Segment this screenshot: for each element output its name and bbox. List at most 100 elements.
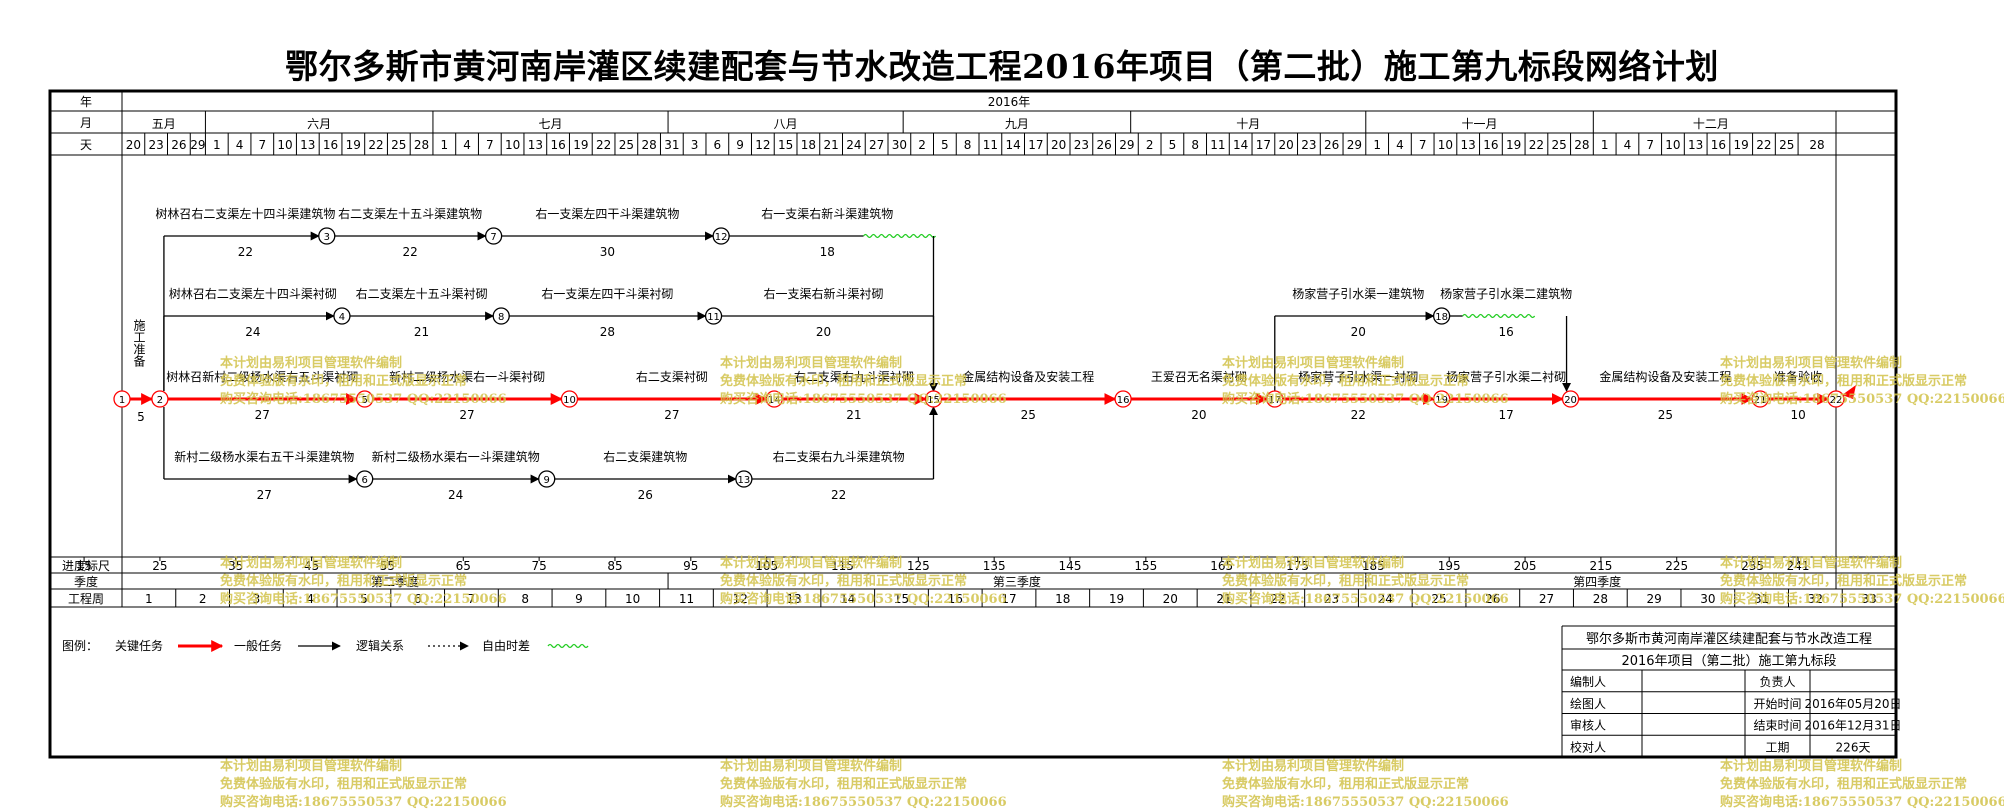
week-number: 8 [521, 592, 529, 606]
scale-mark: 145 [1059, 559, 1082, 573]
week-number: 23 [1324, 592, 1339, 606]
day-number: 14 [1005, 138, 1020, 152]
activity-duration: 27 [664, 408, 679, 422]
activity-duration: 24 [448, 488, 463, 502]
activity-duration: 21 [846, 408, 861, 422]
finish-flag-icon [1842, 385, 1856, 399]
node-id: 4 [339, 312, 345, 323]
week-number: 30 [1700, 592, 1715, 606]
scale-label: 进度标尺 [62, 558, 110, 573]
week-number: 4 [306, 592, 314, 606]
node-id: 21 [1754, 395, 1767, 406]
activity-duration: 21 [414, 325, 429, 339]
node-circle [1432, 390, 1451, 408]
day-number: 13 [1461, 138, 1476, 152]
day-number: 4 [1624, 138, 1632, 152]
activity-name: 新村二级杨水渠右五干斗渠建筑物 [174, 449, 354, 464]
activity-duration: 25 [1658, 408, 1673, 422]
week-number: 21 [1216, 592, 1231, 606]
week-number: 11 [679, 592, 694, 606]
day-number: 19 [1734, 138, 1749, 152]
activity-name: 树林召右二支渠左十四斗渠建筑物 [155, 206, 335, 221]
info-label: 审核人 [1570, 718, 1606, 733]
day-number: 5 [941, 138, 949, 152]
week-number: 26 [1485, 592, 1500, 606]
node-id: 9 [544, 475, 550, 486]
scale-mark: 175 [1286, 559, 1309, 573]
activity-name: 金属结构设备及安装工程 [962, 369, 1094, 384]
week-number: 3 [253, 592, 261, 606]
activity-duration: 27 [255, 408, 270, 422]
activity-duration: 22 [403, 245, 418, 259]
day-number: 23 [148, 138, 163, 152]
scale-mark: 225 [1665, 559, 1688, 573]
node-id: 11 [707, 312, 720, 323]
day-number: 20 [1279, 138, 1294, 152]
node-circle [1561, 390, 1580, 408]
activity-duration: 22 [238, 245, 253, 259]
node-circle [318, 227, 336, 245]
node-id: 2 [157, 395, 163, 406]
node-circle [492, 307, 510, 325]
quarter-label: 季度 [74, 574, 98, 589]
week-number: 24 [1378, 592, 1393, 606]
week-number: 6 [414, 592, 422, 606]
scale-mark: 85 [607, 559, 622, 573]
scale-mark: 135 [983, 559, 1006, 573]
day-number: 24 [846, 138, 861, 152]
day-number: 22 [1756, 138, 1771, 152]
node-circle [538, 470, 556, 488]
activity-name: 杨家营子引水渠一建筑物 [1292, 286, 1424, 301]
day-number: 10 [277, 138, 292, 152]
week-number: 17 [1001, 592, 1016, 606]
info-label: 校对人 [1570, 739, 1606, 754]
activity-name: 右二支渠左十五斗渠衬砌 [356, 286, 488, 301]
node-circle [484, 227, 503, 245]
scale-mark: 25 [152, 559, 167, 573]
day-number: 29 [1347, 138, 1362, 152]
activity-duration: 25 [1021, 408, 1036, 422]
node-circle [1114, 390, 1132, 408]
month-name: 十一月 [1462, 117, 1498, 131]
activity-duration: 22 [1351, 408, 1366, 422]
day-number: 16 [550, 138, 565, 152]
activity-duration: 27 [459, 408, 474, 422]
day-number: 16 [1711, 138, 1726, 152]
legend-float-text: 自由时差 [482, 639, 530, 653]
info-label: 开始时间 [1753, 697, 1801, 711]
week-number: 9 [575, 592, 583, 606]
node-circle [765, 390, 783, 408]
activity-name: 杨家营子引水渠二衬砌 [1446, 369, 1566, 384]
day-number: 26 [171, 138, 186, 152]
activity-name: 施工准备 [132, 319, 146, 368]
activity-duration: 5 [137, 410, 145, 424]
activity-name: 新村二级杨水渠右一斗渠建筑物 [372, 449, 540, 464]
float-wave [1462, 313, 1536, 319]
day-number: 10 [1438, 138, 1453, 152]
day-number: 19 [573, 138, 588, 152]
node-circle [333, 307, 351, 325]
day-number: 3 [691, 138, 699, 152]
activity-name: 杨家营子引水渠一衬砌 [1298, 369, 1418, 384]
day-number: 11 [1210, 138, 1225, 152]
week-number: 13 [786, 592, 801, 606]
activity-name: 右一支渠左四干斗渠建筑物 [535, 206, 679, 221]
scale-mark: 155 [1134, 559, 1157, 573]
node-circle [735, 470, 753, 488]
day-number: 21 [823, 138, 838, 152]
activity-name: 准备验收 [1774, 369, 1822, 384]
day-number: 1 [441, 138, 449, 152]
activity-duration: 17 [1498, 408, 1513, 422]
week-number: 18 [1055, 592, 1070, 606]
month-name: 十月 [1236, 117, 1260, 131]
node-id: 7 [490, 232, 496, 243]
scale-mark: 65 [456, 559, 471, 573]
day-number: 13 [1688, 138, 1703, 152]
day-number: 6 [714, 138, 722, 152]
activity-name: 金属结构设备及安装工程 [1599, 369, 1731, 384]
day-number: 7 [1646, 138, 1654, 152]
week-number: 33 [1861, 592, 1876, 606]
node-id: 10 [563, 395, 576, 406]
day-number: 19 [1506, 138, 1521, 152]
scale-mark: 215 [1589, 559, 1612, 573]
